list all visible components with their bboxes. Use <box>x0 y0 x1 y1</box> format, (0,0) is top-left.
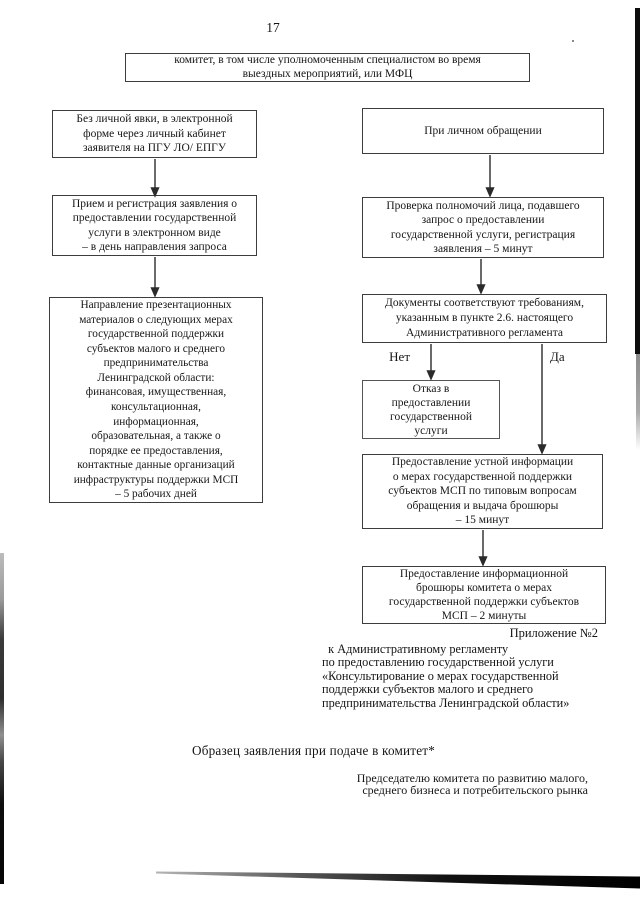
flow-box-electronic-application-text: Без личной явки, в электронной форме чер… <box>76 113 233 155</box>
flow-box-brochure-text: Предоставление информационной брошюры ко… <box>388 567 580 623</box>
appendix-label: Приложение №2 <box>509 626 598 640</box>
branch-label-no: Нет <box>389 349 410 364</box>
arrowhead-right-2 <box>476 284 486 295</box>
scan-artifact-right-edge-gray <box>636 354 640 450</box>
flow-box-authority-check: Проверка полномочий лица, подавшего запр… <box>362 197 604 258</box>
flow-box-refusal-text: Отказ в предоставлении государственной у… <box>390 382 472 437</box>
form-addressee-block: Председателю комитета по развитию малого… <box>356 771 588 798</box>
flow-box-documents-check: Документы соответствуют требованиям, ука… <box>362 294 607 343</box>
flow-box-documents-check-text: Документы соответствуют требованиям, ука… <box>385 297 584 339</box>
arrowhead-right-3 <box>478 556 488 567</box>
flow-box-reception-registration: Прием и регистрация заявления о предоста… <box>52 195 257 256</box>
page-number: 17 <box>266 20 280 35</box>
arrowhead-yes <box>537 444 547 455</box>
flow-box-committee-text: комитет, в том числе уполномоченным спец… <box>174 53 481 80</box>
flow-box-authority-check-text: Проверка полномочий лица, подавшего запр… <box>386 199 580 256</box>
flow-box-refusal: Отказ в предоставлении государственной у… <box>362 380 500 439</box>
flow-box-committee: комитет, в том числе уполномоченным спец… <box>125 53 530 82</box>
flow-box-electronic-application: Без личной явки, в электронной форме чер… <box>52 110 257 158</box>
arrowhead-right-1 <box>485 187 495 198</box>
scan-artifact-dot <box>572 40 574 42</box>
flow-box-oral-information: Предоставление устной информации о мерах… <box>362 454 603 529</box>
scan-artifact-bottom-line <box>156 871 640 889</box>
flow-box-oral-information-text: Предоставление устной информации о мерах… <box>388 456 577 527</box>
flow-box-in-person-text: При личном обращении <box>424 124 542 137</box>
arrowhead-no <box>426 370 436 381</box>
flow-box-presentation-materials: Направление презентационных материалов о… <box>49 297 263 503</box>
flow-box-brochure: Предоставление информационной брошюры ко… <box>362 566 606 624</box>
arrowhead-left-2 <box>150 287 160 298</box>
scan-artifact-left-edge <box>0 553 4 884</box>
branch-label-yes: Да <box>550 349 565 364</box>
flow-box-in-person: При личном обращении <box>362 108 604 154</box>
scan-artifact-right-edge-dark <box>635 8 640 354</box>
appendix-reference-block: к Административному регламенту по предос… <box>322 642 570 710</box>
flow-box-presentation-materials-text: Направление презентационных материалов о… <box>73 299 239 501</box>
flow-box-reception-registration-text: Прием и регистрация заявления о предоста… <box>71 197 238 254</box>
form-sample-title: Образец заявления при подаче в комитет* <box>192 743 436 758</box>
